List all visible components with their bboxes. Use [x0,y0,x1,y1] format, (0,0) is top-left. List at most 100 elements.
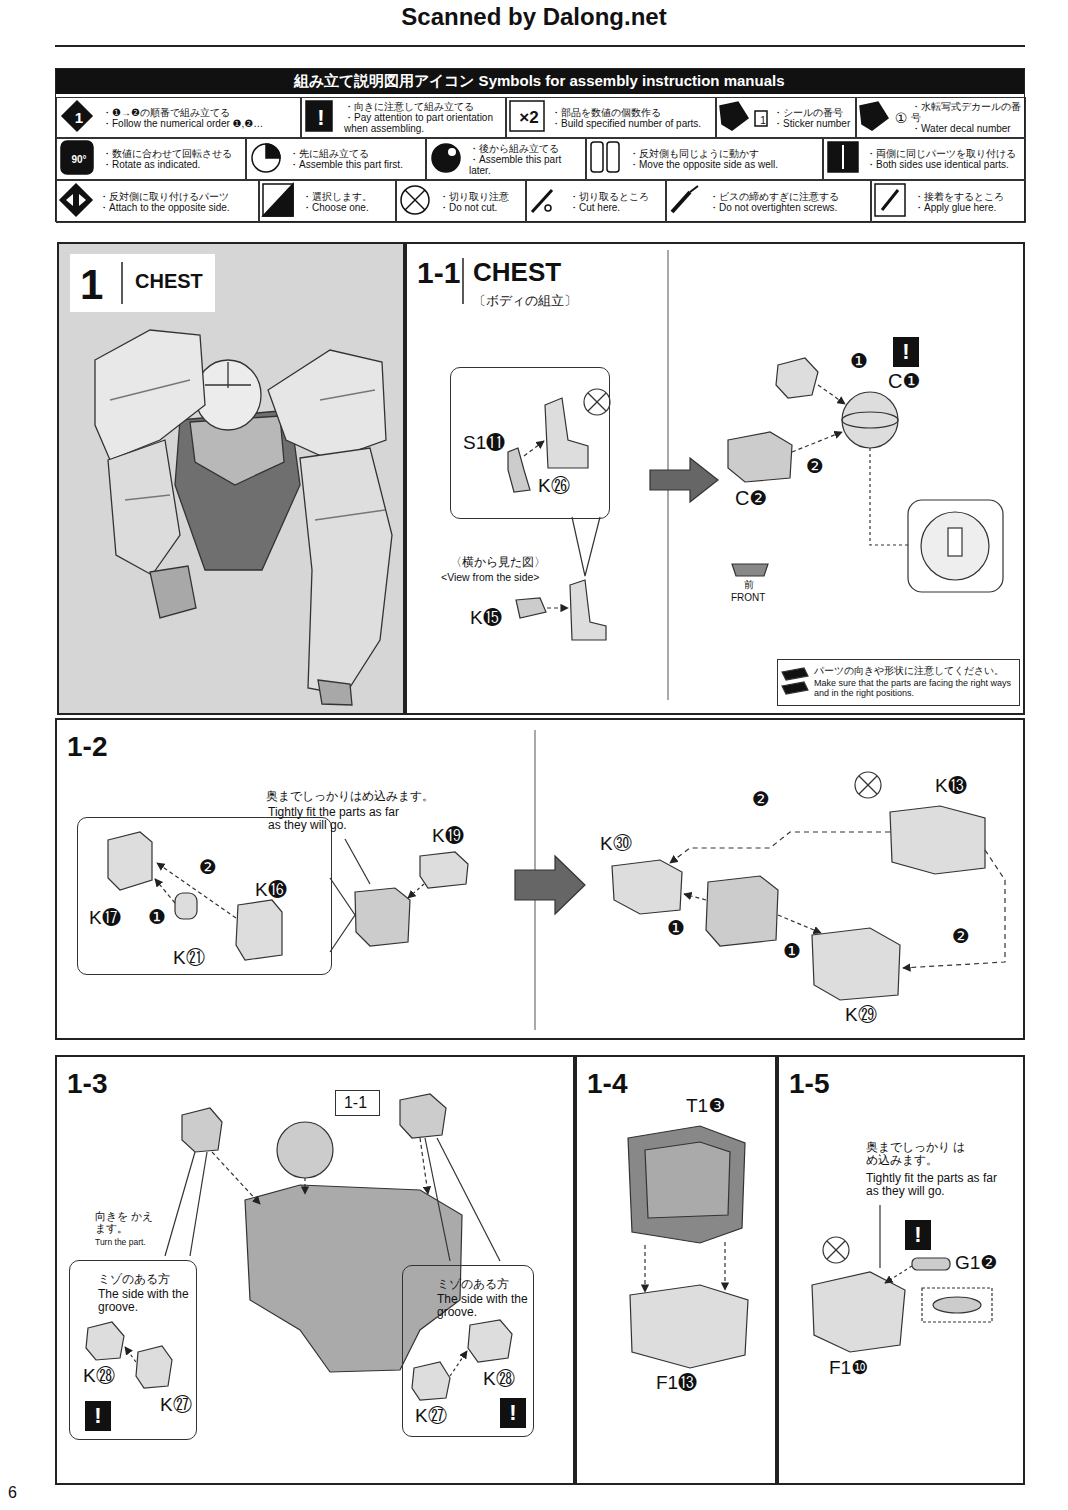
symbol-icons-shape [672,192,690,212]
symbol-text: ・Water decal number [911,123,1022,134]
step-1-4-parts-shape [645,1142,730,1218]
icon-text: 1 [64,102,94,134]
robot-illustration-shape [318,680,352,705]
symbol-text: ・選択します。 [302,191,392,202]
step-1-4-parts-shape [724,1242,725,1290]
symbol-icons-shape [607,142,619,172]
symbol-text: ・先に組み立てる [289,148,422,159]
step-1-4-parts-shape [644,1245,645,1292]
symbol-icons-shape [405,190,425,210]
step-1-2-parts-shape [903,850,1005,968]
step-1-2-parts-shape [420,852,468,888]
part-label: C❶ [888,370,920,392]
page-frame [55,46,1025,47]
callout-text: K㉘ [483,1369,515,1390]
step-1-5-parts-shape [912,1258,950,1270]
part-label: K⓳ [432,826,464,847]
step-1-3-parts-shape [182,1108,222,1152]
symbol-cell: 1・シールの番号・Sticker number [716,97,856,138]
symbol-cell: !・向きに注意して組み立てる・Pay attention to part ori… [301,97,506,138]
part-label: K⓯ [470,608,502,629]
robot-illustration-shape [205,362,251,388]
step-heading: 〔ボディの組立〕 [473,294,577,308]
fit-note: Tightly fit the parts as far as they wil… [866,1172,1011,1198]
symbol-text: ・Assemble this part later. [469,154,582,176]
step-1-3-parts-shape [190,1152,207,1256]
symbol-icons-shape [842,145,844,169]
step-1-1-parts-shape [842,392,898,448]
symbol-cell: ・反対側も同じように動かす・Move the opposite side as … [586,138,823,180]
panel-backgrounds-shape [70,254,215,312]
note-text: パーツの向きや形状に注意してください。 [814,665,1014,676]
symbol-icons-shape [60,184,92,216]
step-panel: 1-2❷K⓰K⓱❶K㉑ [55,718,1025,1040]
symbol-icons-shape [591,142,603,172]
callout-text: ❷ [199,856,217,878]
callout-box: ❷K⓰K⓱❶K㉑ [77,817,332,975]
step-1-2-parts-shape [684,894,706,900]
watermark: Scanned by Dalong.net [0,4,1068,30]
symbol-icons-shape [66,194,73,206]
part-label: K⓭ [935,776,967,797]
step-1-2-parts-shape [330,878,355,952]
step-1-2-parts-shape [157,863,236,918]
page-frame-shape [55,45,1025,47]
step-1-3-parts-shape [245,1185,462,1372]
symbol-cell: ・接着をするところ・Apply glue here. [871,180,1026,223]
step-1-3-parts-shape [86,1322,124,1360]
symbol-cell: 90°・数値に合わせて回転させる・Rotate as indicated. [56,138,246,180]
part-label: T1❸ [686,1096,725,1117]
symbol-text: ・Sticker number [773,118,852,129]
symbol-cell: ×2・部品を数値の個数作る・Build specified number of … [506,97,716,138]
symbol-icons-shape [690,186,698,192]
step-panel: 1CHEST [57,242,405,715]
symbol-icons-shape [882,190,898,210]
step-order: ❶ [667,917,685,939]
step-1-5-parts-shape [922,1288,992,1322]
callout-box: ミゾのある方The side with the groove.K㉘!K㉗ [402,1265,534,1437]
callout-text: S1⓫ [463,433,505,454]
icon-text: ! [308,103,334,133]
symbol-text: ・ビスの締めすぎに注意する [709,191,867,202]
step-heading: CHEST [135,270,203,292]
panel-backgrounds-shape [121,262,123,304]
symbol-cell: ・両側に同じパーツを取り付ける・Both sides use identical… [823,138,1026,180]
step-1-2-parts-shape [345,839,370,884]
callout-text: K⓱ [89,908,121,929]
symbol-cell: 1・❶→❷の順番で組み立てる・Follow the numerical orde… [56,97,301,138]
step-1-1-parts-shape [732,564,768,576]
step-order: ❶ [850,350,868,372]
fit-note: 奥までしっかりはめ込みます。 [266,790,434,803]
step-1-3-parts-shape [400,1094,446,1138]
step-1-2-parts-shape [670,832,890,863]
symbol-text: ・水転写式デカールの番号 [911,101,1022,123]
step-1-4-parts [628,1126,748,1368]
step-order: ❷ [952,925,970,947]
note-text: 1-1 [336,1094,375,1112]
icon-text: ×2 [512,103,546,133]
step-1-2-parts-shape [855,772,881,798]
step-1-3-parts-shape [412,1362,450,1400]
step-1-1-parts-shape [776,358,818,398]
symbol-text: ・Choose one. [302,202,392,213]
symbol-text: ・Both sides use identical parts. [866,159,1022,170]
step-1-1-parts [508,358,1003,694]
step-1-5-parts-shape [879,1205,880,1268]
step-1-2-parts-shape [812,928,900,1000]
step-1-2-parts-shape [859,776,877,794]
callout-text: K⓰ [255,880,287,901]
symbol-icons-shape [860,102,888,130]
step-1-5-parts-shape [933,1297,981,1313]
step-1-2-parts [108,772,1005,1000]
symbol-text: ・❶→❷の順番で組み立てる [102,107,297,118]
symbol-icons-shape [263,184,293,216]
note-box: 1-1 [335,1090,380,1116]
symbol-icons-shape [448,148,456,156]
step-1-5-parts-shape [823,1237,849,1263]
symbol-text: ・切り取るところ [569,191,662,202]
step-1-1-parts-shape [728,432,792,482]
symbol-text: ・後から組み立てる [469,143,582,154]
robot-illustration-shape [95,330,205,460]
symbol-cell: ・先に組み立てる・Assemble this part first. [246,138,426,180]
symbol-icons-shape [405,190,425,210]
